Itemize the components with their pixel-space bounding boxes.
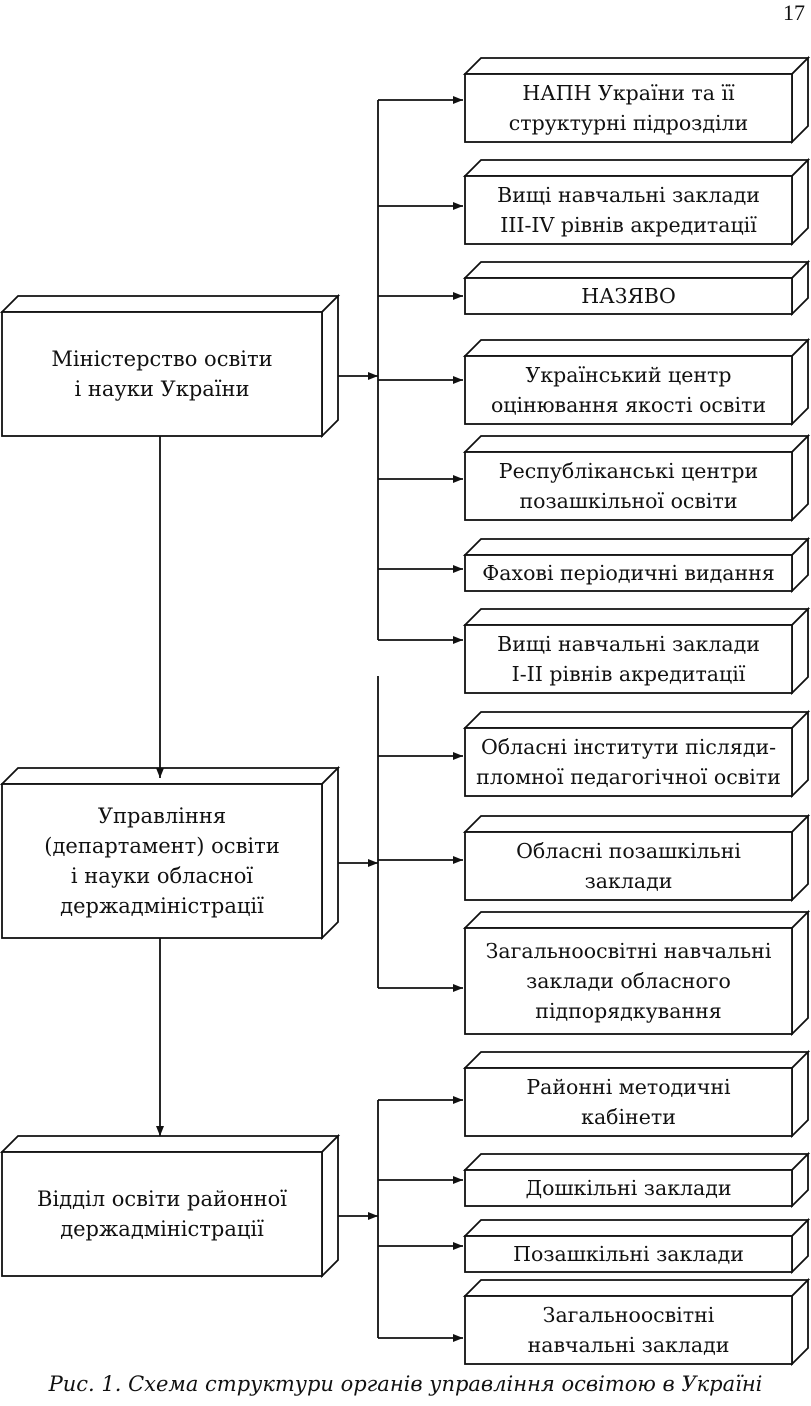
child-box-regional-extracurricular: Обласні позашкільні заклади (516, 839, 741, 893)
child-box-0-1-top-face (462, 159, 811, 177)
child-box-0-4-side-face (791, 433, 809, 523)
figure-caption: Рис. 1. Схема структури органів управлін… (48, 1372, 763, 1396)
child-box-1-1-front-face (464, 831, 793, 901)
district-department-box: Відділ освіти районної держадміністрації (37, 1187, 287, 1241)
main-box-0-front-face (1, 311, 323, 437)
page-number: 17 (783, 0, 805, 25)
child-box-0-4-front-face (464, 451, 793, 521)
main-box-2-side-face (321, 1133, 339, 1279)
child-box-2-0-front-face (464, 1067, 793, 1137)
child-box-0-0-top-face (462, 57, 811, 75)
main-box-0-top-face (0, 295, 341, 313)
child-box-0-2-top-face (462, 261, 811, 279)
child-box-methodical-cabinets: Районні методичні кабінети (526, 1075, 731, 1129)
child-box-2-2-front-face (464, 1235, 793, 1273)
child-box-0-3-front-face (464, 355, 793, 425)
child-box-1-1-side-face (791, 813, 809, 903)
child-box-regional-general-schools: Загальноосвітні навчальні заклади обласн… (485, 939, 772, 1023)
child-box-2-3-side-face (791, 1277, 809, 1367)
child-box-ucoyo: Український центр оцінювання якості осві… (490, 363, 767, 417)
child-box-0-3-top-face (462, 339, 811, 357)
child-box-0-5-front-face (464, 554, 793, 592)
child-box-0-5-top-face (462, 538, 811, 556)
child-box-0-3-side-face (791, 337, 809, 427)
child-box-0-6-side-face (791, 606, 809, 696)
child-box-0-2-front-face (464, 277, 793, 315)
child-box-0-4-top-face (462, 435, 811, 453)
child-box-extracurricular: Позашкільні заклади (513, 1242, 744, 1266)
child-box-1-2-top-face (462, 911, 811, 929)
child-box-1-0-front-face (464, 727, 793, 797)
main-box-1-front-face (1, 783, 323, 939)
child-box-nazyavo: НАЗЯВО (581, 284, 676, 308)
child-box-0-0-front-face (464, 73, 793, 143)
child-box-preschool: Дошкільні заклади (525, 1176, 732, 1200)
child-box-0-0-side-face (791, 55, 809, 145)
main-box-1-side-face (321, 765, 339, 941)
child-box-2-3-top-face (462, 1279, 811, 1297)
child-box-2-1-top-face (462, 1153, 811, 1171)
main-box-1-top-face (0, 767, 341, 785)
child-box-0-6-top-face (462, 608, 811, 626)
child-box-2-3-front-face (464, 1295, 793, 1365)
ministry-box: Міністерство освіти і науки України (51, 347, 273, 401)
main-box-0-side-face (321, 293, 339, 439)
child-box-0-1-side-face (791, 157, 809, 247)
child-box-general-schools: Загальноосвітні навчальні заклади (527, 1303, 730, 1357)
child-box-1-2-front-face (464, 927, 793, 1035)
child-box-higher-edu-1-2: Вищі навчальні заклади I-II рівнів акред… (497, 632, 760, 686)
child-box-0-6-front-face (464, 624, 793, 694)
child-box-napn: НАПН України та її структурні підрозділи (508, 81, 749, 135)
child-box-2-0-side-face (791, 1049, 809, 1139)
child-box-1-0-top-face (462, 711, 811, 729)
child-box-republican-centers: Республіканські центри позашкільної осві… (498, 459, 759, 513)
child-box-2-0-top-face (462, 1051, 811, 1069)
child-box-1-1-top-face (462, 815, 811, 833)
child-box-higher-edu-3-4: Вищі навчальні заклади III-IV рівнів акр… (497, 183, 760, 237)
child-box-regional-institutes: Обласні інститути післяди- пломної педаг… (476, 735, 781, 789)
child-box-2-2-top-face (462, 1219, 811, 1237)
child-box-2-1-front-face (464, 1169, 793, 1207)
child-box-1-2-side-face (791, 909, 809, 1037)
child-box-1-0-side-face (791, 709, 809, 799)
regional-department-box: Управління (департамент) освіти і науки … (44, 804, 280, 918)
main-box-2-top-face (0, 1135, 341, 1153)
child-box-periodicals: Фахові періодичні видання (482, 561, 775, 585)
main-box-2-front-face (1, 1151, 323, 1277)
child-box-0-1-front-face (464, 175, 793, 245)
